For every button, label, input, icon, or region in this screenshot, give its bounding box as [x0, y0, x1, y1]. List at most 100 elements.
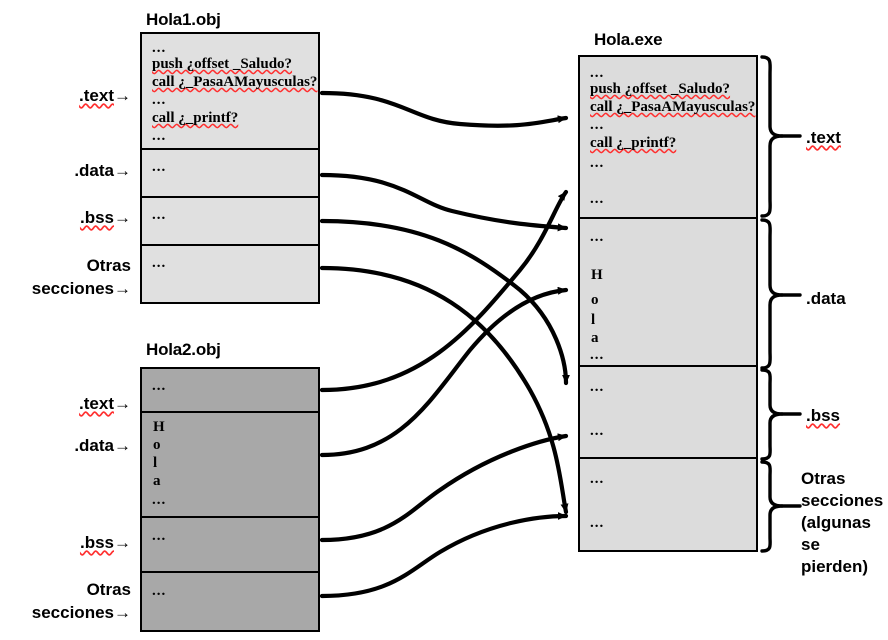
label-exe-otras: Otras secciones (algunas se pierden): [801, 469, 884, 576]
hola2-data-char-l: l: [153, 455, 158, 471]
brace-exe-data: [760, 218, 784, 370]
hola1-section-bss: ...: [142, 198, 318, 246]
exe-code-call-printf: call ¿_printf?: [590, 135, 677, 151]
hola1-text-dots-3: ...: [152, 128, 167, 144]
hola1-otras-dots: ...: [152, 255, 167, 271]
hola2-section-text: ...: [142, 369, 318, 413]
label-exe-text: .text: [806, 127, 841, 149]
arrow-obj2-text-to-exe-text: [319, 189, 569, 393]
label-exe-text-value: .text: [806, 128, 841, 147]
hola-exe-title: Hola.exe: [594, 30, 663, 49]
exe-section-bss: ... ...: [580, 367, 756, 459]
exe-bss-dots-2: ...: [590, 423, 605, 439]
brace-exe-bss: [760, 368, 784, 461]
label-obj1-otras: Otras secciones→: [0, 254, 131, 300]
exe-data-dots-2: ...: [590, 347, 605, 363]
hola1-data-dots: ...: [152, 159, 167, 175]
label-exe-data-value: .data: [806, 289, 846, 308]
hola-exe-box: ... push ¿offset _Saludo? call ¿_PasaAMa…: [578, 55, 758, 552]
hola1-bss-dots: ...: [152, 207, 167, 223]
hola2-obj-box: ... H o l a ... ... ...: [140, 367, 320, 632]
label-obj1-bss-value: .bss: [79, 208, 114, 227]
exe-otras-dots-1: ...: [590, 471, 605, 487]
label-obj2-otras-line1: Otras: [86, 580, 131, 599]
exe-otras-dots-2: ...: [590, 515, 605, 531]
exe-bss-dots-1: ...: [590, 379, 605, 395]
arrow-obj1-data-to-exe-data: [319, 172, 569, 232]
label-obj2-bss-value: .bss: [79, 533, 114, 552]
label-obj1-data-value: .data: [74, 161, 114, 180]
exe-text-dots-1: ...: [590, 65, 605, 81]
label-obj2-bss: .bss→: [0, 533, 131, 553]
hola2-text-dots: ...: [152, 378, 167, 394]
hola1-section-data: ...: [142, 150, 318, 198]
brace-exe-text: [760, 55, 784, 218]
hola1-obj-box: ... push ¿offset _Saludo? call ¿_PasaAMa…: [140, 32, 320, 304]
label-obj2-data: .data→: [0, 436, 131, 456]
exe-section-otras: ... ...: [580, 459, 756, 550]
label-obj1-otras-line1: Otras: [86, 256, 131, 275]
hola2-section-otras: ...: [142, 573, 318, 630]
arrow-obj2-data-to-exe-data: [319, 286, 569, 458]
hola1-code-call-pasa: call ¿_PasaAMayusculas?: [152, 74, 318, 90]
arrow-obj1-bss-to-exe-bss: [319, 218, 570, 386]
arrow-obj1-otras-to-exe-otras: [319, 265, 569, 515]
hola2-bss-dots: ...: [152, 528, 167, 544]
label-obj1-text-value: .text: [79, 86, 114, 105]
hola1-code-push: push ¿offset _Saludo?: [152, 56, 293, 72]
label-obj1-otras-arrow: →: [114, 279, 131, 298]
section-braces: [760, 55, 784, 553]
exe-data-char-l: l: [591, 312, 596, 328]
exe-data-char-o: o: [591, 292, 599, 308]
hola2-data-char-o: o: [153, 437, 161, 453]
label-obj2-text: .text→: [0, 394, 131, 414]
label-obj2-otras: Otras secciones→: [0, 578, 131, 624]
label-obj2-data-value: .data: [74, 436, 114, 455]
exe-code-call-pasa: call ¿_PasaAMayusculas?: [590, 99, 756, 115]
label-obj1-bss: .bss→: [0, 208, 131, 228]
label-obj2-otras-line2: secciones: [31, 603, 114, 622]
hola1-obj-title: Hola1.obj: [146, 10, 221, 29]
arrow-obj1-text-to-exe-text: [319, 90, 569, 128]
exe-data-char-a: a: [591, 330, 599, 346]
hola2-data-char-a: a: [153, 473, 161, 489]
hola1-text-dots-1: ...: [152, 40, 167, 56]
hola2-section-bss: ...: [142, 518, 318, 573]
label-obj2-data-arrow: →: [114, 436, 131, 455]
label-obj1-data-arrow: →: [114, 161, 131, 180]
exe-section-text: ... push ¿offset _Saludo? call ¿_PasaAMa…: [580, 57, 756, 219]
label-obj2-otras-arrow: →: [114, 603, 131, 622]
label-obj2-text-value: .text: [79, 394, 114, 413]
hola2-section-data: H o l a ...: [142, 413, 318, 518]
label-exe-data: .data: [806, 288, 846, 310]
exe-text-dots-3: ...: [590, 155, 605, 171]
label-obj1-text: .text→: [0, 86, 131, 106]
label-obj2-text-arrow: →: [114, 394, 131, 413]
exe-data-char-h: H: [591, 267, 603, 283]
hola1-section-otras: ...: [142, 246, 318, 302]
label-obj1-data: .data→: [0, 161, 131, 181]
brace-ticks: [780, 134, 802, 508]
label-obj1-otras-line2: secciones: [31, 279, 114, 298]
label-exe-bss-value: .bss: [806, 406, 841, 425]
exe-code-push: push ¿offset _Saludo?: [590, 81, 731, 97]
exe-section-data: ... H o l a ...: [580, 219, 756, 367]
hola2-data-dots: ...: [152, 492, 167, 508]
label-exe-bss: .bss: [806, 405, 840, 427]
exe-data-dots-1: ...: [590, 229, 605, 245]
hola2-otras-dots: ...: [152, 583, 167, 599]
label-obj2-bss-arrow: →: [114, 533, 131, 552]
arrow-obj2-otras-to-exe-otras: [319, 512, 569, 599]
exe-text-dots-2: ...: [590, 117, 605, 133]
arrow-obj2-bss-to-exe-bss: [319, 433, 569, 543]
hola2-obj-title: Hola2.obj: [146, 340, 221, 359]
hola1-code-call-printf: call ¿_printf?: [152, 110, 239, 126]
hola2-data-char-h: H: [153, 419, 165, 435]
connector-arrows: [319, 90, 570, 599]
hola1-text-dots-2: ...: [152, 92, 167, 108]
brace-exe-otras: [760, 460, 784, 553]
label-obj1-text-arrow: →: [114, 86, 131, 105]
hola1-section-text: ... push ¿offset _Saludo? call ¿_PasaAMa…: [142, 34, 318, 150]
label-obj1-bss-arrow: →: [114, 208, 131, 227]
